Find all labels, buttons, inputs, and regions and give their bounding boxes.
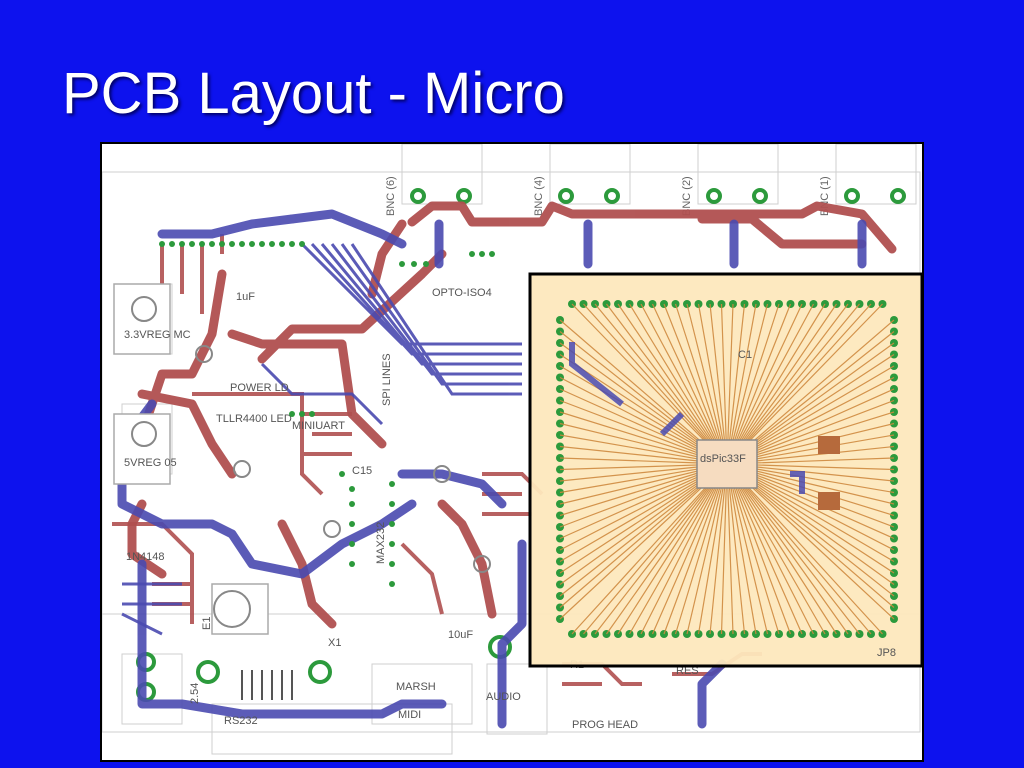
pcb-svg: BNC (6) BNC (4) BNC (2) BNC (1) xyxy=(102,144,922,755)
e1-label: E1 xyxy=(201,617,213,630)
mini-uart-label: MINIUART xyxy=(292,420,345,432)
bnc-2-label: BNC (2) xyxy=(681,176,693,216)
jp8-label: JP8 xyxy=(877,647,896,659)
cap-10uf-label: 10uF xyxy=(448,629,473,641)
slide-title: PCB Layout - Micro xyxy=(62,61,565,126)
reset-label: RES xyxy=(676,665,699,677)
bnc-6-label: BNC (6) xyxy=(385,176,397,216)
c15-label: C15 xyxy=(352,465,372,477)
prog-head-label: PROG HEAD xyxy=(572,719,638,731)
max232-label: MAX232 xyxy=(375,522,387,564)
audio-label: AUDIO xyxy=(486,691,521,703)
bnc-4-label: BNC (4) xyxy=(533,176,545,216)
mcu-label: dsPic33F xyxy=(700,453,746,465)
vreg-label: 3.3VREG MC xyxy=(124,329,191,341)
pcb-layout-image: BNC (6) BNC (4) BNC (2) BNC (1) xyxy=(100,142,924,762)
midi-label: MIDI xyxy=(398,709,421,721)
spi-label: SPI LINES xyxy=(381,353,393,406)
opto-label: OPTO-ISO4 xyxy=(432,287,492,299)
tllr-label: TLLR4400 LED xyxy=(216,413,292,425)
c1-label: C1 xyxy=(738,349,752,361)
pitch-label: 2.54 xyxy=(189,683,201,704)
rs232-label: RS232 xyxy=(224,715,258,727)
vreg5-label: 5VREG 05 xyxy=(124,457,177,469)
marsh-label: MARSH xyxy=(396,681,436,693)
mcu-chip xyxy=(696,439,758,489)
cap-1uf-label: 1uF xyxy=(236,291,255,303)
x1-label: X1 xyxy=(328,637,341,649)
diode-label: 1N4148 xyxy=(126,551,165,563)
power-led-label: POWER LD xyxy=(230,382,289,394)
